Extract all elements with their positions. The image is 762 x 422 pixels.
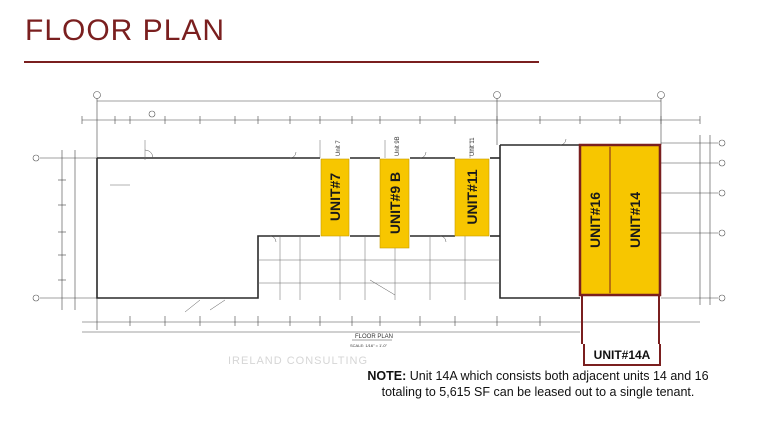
note-line-1: Unit 14A which consists both adjacent un…: [409, 369, 709, 383]
unit-14-area: [609, 144, 660, 296]
unit-7-label: UNIT#7: [327, 173, 343, 221]
plan-caption: FLOOR PLAN: [355, 334, 393, 340]
unit-9b-tag: Unit 9B: [395, 136, 401, 156]
unit-11-area: [454, 158, 490, 237]
unit-14a-label: UNIT#14A: [583, 344, 661, 366]
watermark: IRELAND CONSULTING: [228, 355, 369, 367]
unit-16-label: UNIT#16: [587, 192, 603, 248]
grid-marker-a: [32, 154, 40, 162]
note-text: NOTE: Unit 14A which consists both adjac…: [318, 368, 758, 400]
unit-11-label: UNIT#11: [464, 169, 480, 224]
title-divider: [24, 61, 539, 63]
grid-marker-3: [657, 91, 665, 99]
page-title: FLOOR PLAN: [25, 14, 226, 47]
unit-14-label: UNIT#14: [627, 192, 643, 248]
unit-9b-area: [379, 158, 410, 249]
unit-11-tag: Unit 11: [470, 137, 476, 156]
unit-7-tag: Unit 7: [336, 140, 342, 156]
unit-7-area: [320, 158, 350, 237]
grid-marker-1: [93, 91, 101, 99]
unit-14a-outline: [578, 143, 662, 297]
plan-subcaption: SCALE: 1/16" = 1'-0": [350, 343, 388, 348]
note-prefix: NOTE:: [367, 369, 407, 383]
unit-9b-label: UNIT#9 B: [387, 172, 403, 234]
grid-marker-b: [32, 294, 40, 302]
grid-marker-2: [493, 91, 501, 99]
note-line-2: totaling to 5,615 SF can be leased out t…: [381, 385, 695, 399]
